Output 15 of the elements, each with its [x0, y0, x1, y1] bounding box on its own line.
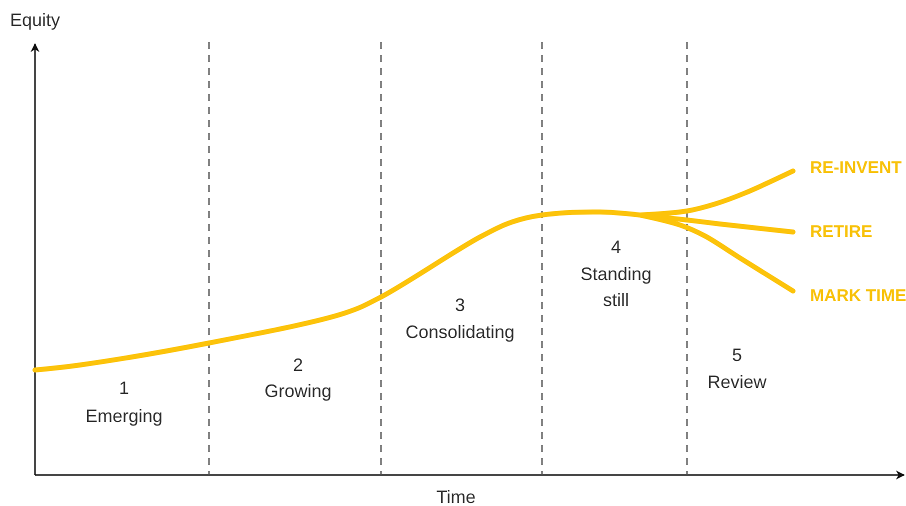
axis-label: Equity — [10, 9, 60, 32]
stage-label: Standing still — [579, 263, 653, 312]
stage-number: 2 — [293, 354, 303, 377]
stage-label: Consolidating — [405, 321, 515, 344]
stage-label: Emerging — [85, 405, 163, 428]
axis-label: Time — [436, 486, 476, 506]
outcome-label: MARK TIME — [810, 285, 906, 307]
outcome-label: RE-INVENT — [810, 157, 902, 179]
stage-label: Review — [707, 371, 767, 394]
stage-number: 1 — [119, 377, 129, 400]
stage-label: Growing — [264, 380, 332, 403]
stage-number: 3 — [455, 294, 465, 317]
outcome-label: RETIRE — [810, 221, 872, 243]
stage-number: 4 — [611, 236, 621, 259]
stage-number: 5 — [732, 344, 742, 367]
